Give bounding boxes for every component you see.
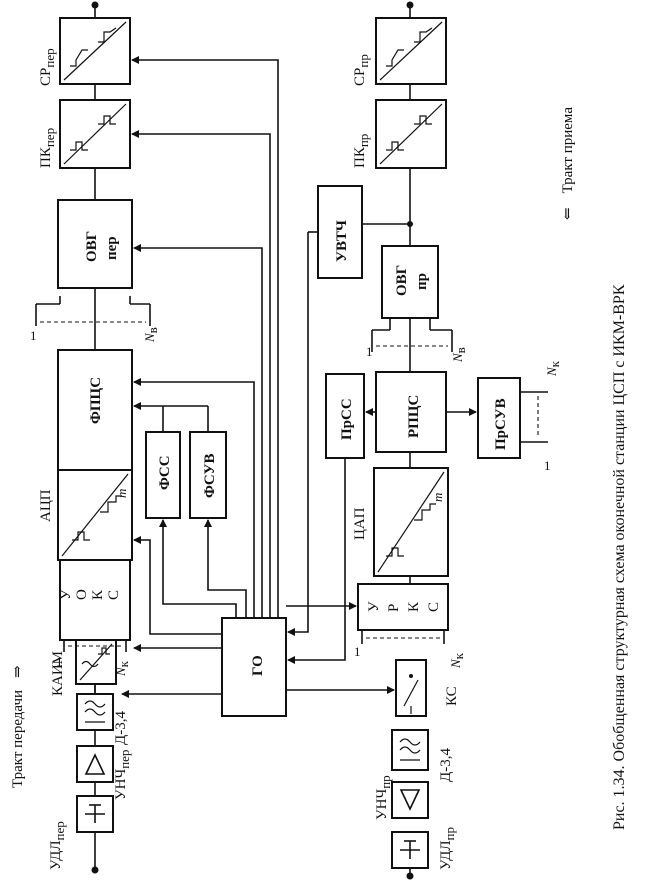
rx-path-label: ⇐Тракт приема [560, 107, 576, 220]
rpcs-label: РПЦС [406, 395, 422, 438]
fss-block [145, 431, 181, 519]
figure-caption: Рис. 1.34. Обобщенная структурная схема … [611, 284, 628, 830]
pk-rx-block [375, 99, 447, 169]
fpcs-block [57, 349, 133, 471]
ovg-tx-one-label: 1 [30, 328, 37, 343]
filter-rx-block [391, 729, 429, 771]
ovg-rx-nv-label: Nв [450, 347, 468, 363]
urks-one-label: 1 [354, 644, 361, 659]
pk-tx-label: ПКпер [38, 128, 57, 168]
svg-text:У: У [58, 589, 74, 600]
filter-rx-label: Д-3,4 [438, 748, 454, 782]
unch-tx-block [76, 745, 114, 783]
prsuv-nk-label: Nк [544, 360, 562, 377]
tx-path-label: Тракт передачи⇒ [10, 665, 26, 788]
prsuv-label: ПрСУВ [493, 398, 509, 450]
svg-text:С: С [106, 590, 122, 600]
tx-input-terminal [91, 866, 99, 874]
unch-rx-label: УНЧпр [374, 775, 393, 820]
rx-output-terminal [406, 872, 414, 880]
ks-block [395, 659, 427, 717]
dac-label: ЦАП [352, 507, 368, 540]
fpcs-label: ФПЦС [88, 377, 104, 424]
fss-label: ФСС [157, 455, 173, 490]
ovg-tx-label: ОВГ [84, 231, 100, 262]
urks-block: У Р К С [357, 583, 449, 644]
kaim-block [75, 639, 117, 694]
filter-tx-label: Д-3,4 [113, 711, 129, 745]
uvtch-block [317, 185, 363, 279]
uokcs-nk-label: Nк [113, 660, 131, 677]
dac-m-label: m [430, 493, 445, 502]
go-label: ГО [250, 655, 266, 676]
prsuv-one-label: 1 [544, 458, 551, 473]
uvtch-label: УВТЧ [334, 220, 350, 262]
ovg-rx-output-bus [371, 318, 453, 352]
prss-block [325, 373, 365, 459]
unch-rx-block [391, 781, 429, 819]
sr-tx-block [59, 17, 131, 85]
prsuv-output-bus [520, 391, 548, 443]
uokcs-block: У О К С [58, 559, 131, 652]
ks-label: КС [444, 686, 460, 706]
kaim-label: КАИМ [50, 651, 66, 696]
ovg-rx-block [381, 245, 439, 319]
sr-tx-label: СРпер [38, 48, 57, 86]
udl-tx-label: УДЛпер [48, 821, 67, 870]
go-block [221, 617, 287, 717]
go-rx-connections [286, 231, 395, 694]
unch-tx-label: УНЧпер [113, 750, 132, 800]
pk-tx-block [59, 99, 131, 169]
adc-label: АЦП [38, 489, 54, 522]
ovg-rx-one-label: 1 [366, 344, 373, 359]
uokcs-one-label: 1 [56, 654, 63, 669]
prss-label: ПрСС [339, 398, 355, 440]
go-tx-connections [121, 56, 279, 698]
prsuv-block [477, 377, 521, 459]
svg-text:К: К [406, 601, 422, 612]
svg-text:О: О [74, 589, 90, 600]
svg-text:С: С [426, 602, 442, 612]
pk-rx-label: ПКпр [352, 134, 371, 168]
urks-nk-label: Nк [448, 652, 466, 669]
adc-block [57, 469, 133, 561]
ovg-rx-label: ОВГ [394, 265, 410, 296]
ovg-rx-sub: пр [414, 273, 430, 290]
ovg-tx-sub: пер [104, 236, 120, 260]
tx-output-terminal [91, 1, 99, 9]
svg-text:К: К [90, 589, 106, 600]
svg-text:У: У [366, 601, 382, 612]
filter-tx-block [76, 693, 114, 731]
dac-block [373, 467, 449, 577]
ovg-tx-input-bus [35, 296, 151, 326]
svg-text:Р: Р [386, 604, 402, 612]
rx-input-terminal [406, 1, 414, 9]
fsuv-label: ФСУВ [202, 453, 218, 498]
adc-m-label: m [114, 489, 129, 498]
sr-rx-label: СРпр [352, 54, 371, 86]
udl-tx-block [76, 795, 114, 833]
ovg-tx-block [57, 199, 133, 289]
ovg-tx-nv-label: Nв [142, 327, 160, 343]
sr-rx-block [375, 17, 447, 85]
udl-rx-label: УДЛпр [438, 827, 457, 870]
fsuv-block [189, 431, 227, 519]
udl-rx-block [391, 831, 429, 869]
